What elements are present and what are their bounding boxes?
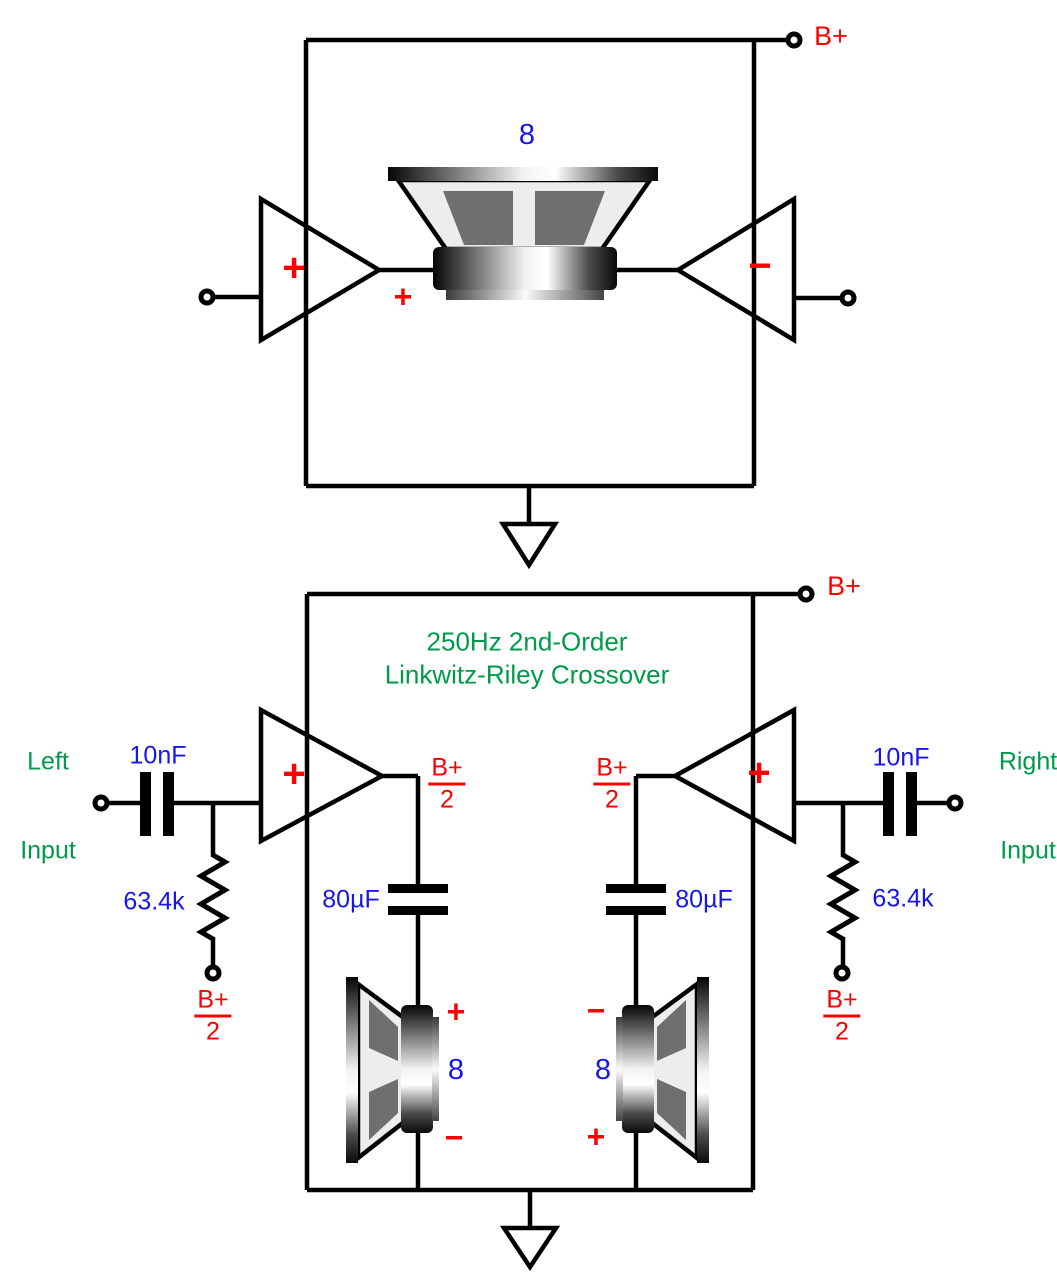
right-input-line1: Right xyxy=(998,747,1057,776)
bias-resistor-right xyxy=(826,852,860,942)
speaker-icon xyxy=(388,167,658,300)
half-rail-numerator: B+ xyxy=(823,986,861,1018)
bias-resistor-value: 63.4k xyxy=(872,884,934,913)
speaker-impedance-label: 8 xyxy=(594,1054,612,1087)
speaker-polarity-label: − xyxy=(586,992,606,1029)
half-rail-terminal xyxy=(833,964,851,982)
filter-capacitor-left xyxy=(388,884,448,915)
ground-icon xyxy=(498,521,560,570)
right-input-label: Right Input xyxy=(999,690,1057,923)
coupling-cap-value: 10nF xyxy=(872,743,930,772)
supply-terminal xyxy=(785,31,803,49)
speaker-impedance-label: 8 xyxy=(447,1054,465,1087)
filter-cap-value: 80µF xyxy=(675,885,733,914)
left-input-label: Left Input xyxy=(20,690,76,923)
supply-label: B+ xyxy=(827,571,861,602)
half-rail-denominator: 2 xyxy=(605,785,619,814)
half-rail-label: B+ 2 xyxy=(194,986,232,1046)
coupling-cap-value: 10nF xyxy=(129,741,187,770)
speaker-impedance-label: 8 xyxy=(518,119,536,152)
input-terminal xyxy=(839,289,857,307)
half-rail-denominator: 2 xyxy=(206,1017,220,1046)
ground-icon xyxy=(499,1225,561,1272)
wires xyxy=(109,37,947,1230)
left-input-terminal xyxy=(92,794,110,812)
half-rail-terminal xyxy=(204,964,222,982)
coupling-capacitor-right xyxy=(883,772,917,836)
half-rail-numerator: B+ xyxy=(194,986,232,1018)
crossover-title-line1: 250Hz 2nd-Order xyxy=(426,626,628,657)
left-input-line2: Input xyxy=(20,836,76,865)
right-channel-amp-triangle xyxy=(670,706,797,845)
left-channel-amp-triangle xyxy=(258,706,387,845)
speaker-polarity-label: + xyxy=(586,1118,606,1155)
right-input-terminal xyxy=(946,794,964,812)
coupling-capacitor-left xyxy=(140,772,174,836)
filter-cap-value: 80µF xyxy=(322,885,380,914)
amp-polarity-label: + xyxy=(282,752,306,796)
crossover-title-line2: Linkwitz-Riley Crossover xyxy=(384,659,670,690)
speaker-icon xyxy=(346,977,439,1163)
half-rail-denominator: 2 xyxy=(835,1017,849,1046)
half-rail-label: B+ 2 xyxy=(823,986,861,1046)
speaker-polarity-label: − xyxy=(444,1119,464,1156)
bridge-amp-noninverting-triangle xyxy=(258,195,384,344)
supply-label: B+ xyxy=(814,21,848,52)
half-rail-numerator: B+ xyxy=(428,754,466,786)
amp-polarity-label: + xyxy=(282,246,306,290)
right-input-line2: Input xyxy=(1000,836,1056,865)
speaker-polarity-label: + xyxy=(446,993,466,1030)
speaker-polarity-label: + xyxy=(393,278,413,315)
half-rail-denominator: 2 xyxy=(440,785,454,814)
bias-resistor-value: 63.4k xyxy=(123,887,185,916)
half-rail-label: B+ 2 xyxy=(593,754,631,814)
bridge-amp-inverting-triangle xyxy=(673,194,797,344)
amp-polarity-label: − xyxy=(748,244,772,288)
left-input-line1: Left xyxy=(27,747,69,776)
amp-polarity-label: + xyxy=(747,751,771,795)
bias-resistor-left xyxy=(196,852,230,942)
half-rail-numerator: B+ xyxy=(593,754,631,786)
supply-terminal xyxy=(797,585,815,603)
speaker-icon xyxy=(616,977,709,1163)
half-rail-label: B+ 2 xyxy=(428,754,466,814)
filter-capacitor-right xyxy=(606,884,666,915)
capacitors xyxy=(140,772,917,915)
input-terminal xyxy=(198,288,216,306)
